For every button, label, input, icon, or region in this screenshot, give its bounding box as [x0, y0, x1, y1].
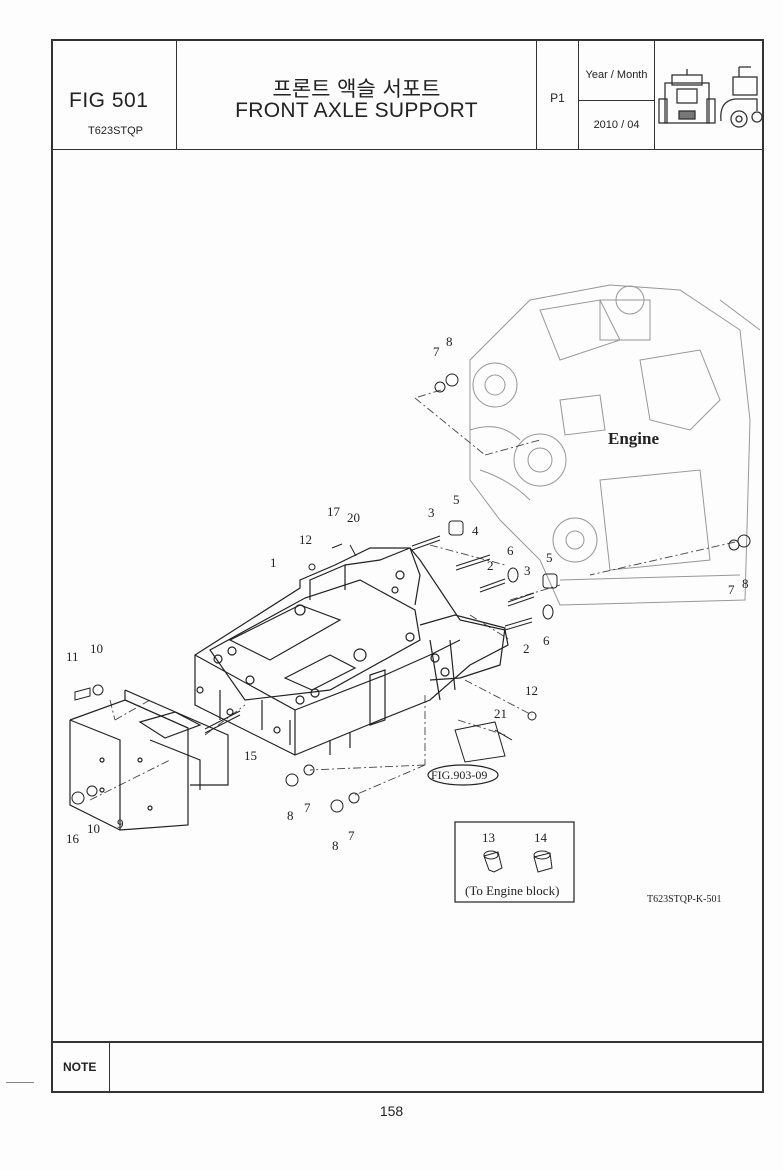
- inset-caption: (To Engine block): [465, 883, 559, 898]
- callout-8c: 8: [287, 808, 294, 823]
- callout-7d: 7: [348, 828, 355, 843]
- callout-3a: 3: [428, 505, 435, 520]
- callout-5a: 5: [453, 492, 460, 507]
- callout-16: 16: [66, 831, 80, 846]
- title-cell: 프론트 액슬 서포트 FRONT AXLE SUPPORT: [177, 41, 537, 149]
- callout-numbers: 1 2 2 3 3 5 5 4 6 6 7 8 7 8 7 8 7 8 9 10…: [66, 334, 749, 853]
- callout-7c: 7: [304, 800, 311, 815]
- callout-2a: 2: [487, 558, 494, 573]
- year-month-divider: [579, 100, 654, 101]
- year-month-label: Year / Month: [585, 69, 648, 81]
- page-tag: P1: [550, 91, 565, 105]
- callout-6b: 6: [543, 633, 550, 648]
- fig-cell: FIG 501 T623STQP: [53, 41, 177, 149]
- callout-15: 15: [244, 748, 257, 763]
- callout-6a: 6: [507, 543, 514, 558]
- callout-5b: 5: [546, 550, 553, 565]
- engine-label: Engine: [608, 429, 659, 448]
- tractor-icon: [658, 66, 763, 128]
- header-rule: [53, 149, 762, 150]
- fig-reference-oval: [427, 764, 499, 786]
- inset-box: [454, 821, 575, 903]
- page-frame: FIG 501 T623STQP 프론트 액슬 서포트 FRONT AXLE S…: [51, 39, 764, 1093]
- callout-2b: 2: [523, 641, 530, 656]
- title-korean: 프론트 액슬 서포트: [272, 77, 441, 101]
- model-code: T623STQP: [88, 125, 144, 137]
- callout-4: 4: [472, 523, 479, 538]
- callout-12b: 12: [525, 683, 538, 698]
- callout-17: 17: [327, 504, 341, 519]
- callout-13: 13: [482, 830, 495, 845]
- year-month-cell: Year / Month 2010 / 04: [579, 41, 655, 149]
- inset-bushings: [483, 850, 553, 873]
- callout-10b: 10: [87, 821, 100, 836]
- axle-support-frame: [194, 547, 509, 756]
- fig-number: FIG 501: [69, 89, 149, 112]
- callout-12a: 12: [299, 532, 312, 547]
- front-bracket: [69, 689, 229, 831]
- page-number: 158: [379, 1103, 404, 1119]
- note-divider: [109, 1041, 110, 1093]
- callout-7b: 7: [728, 582, 735, 597]
- callout-11: 11: [66, 649, 79, 664]
- callout-9: 9: [117, 816, 124, 831]
- note-rule: [53, 1041, 762, 1043]
- engine-drawing: [469, 284, 761, 606]
- page-tag-cell: P1: [537, 41, 579, 149]
- year-month-value: 2010 / 04: [593, 119, 640, 131]
- title-english: FRONT AXLE SUPPORT: [235, 99, 478, 122]
- tractor-logo-cell: [655, 41, 764, 149]
- leader-lines: [89, 389, 736, 801]
- hardware: [71, 373, 751, 813]
- callout-20: 20: [347, 510, 360, 525]
- scan-edge-mark: [6, 1082, 34, 1083]
- callout-21: 21: [494, 706, 507, 721]
- callout-10a: 10: [90, 641, 103, 656]
- drawing-code: T623STQP-K-501: [647, 894, 721, 905]
- note-label: NOTE: [63, 1060, 97, 1074]
- callout-8b: 8: [742, 576, 749, 591]
- callout-1: 1: [270, 555, 277, 570]
- callout-7a: 7: [433, 344, 440, 359]
- callout-8d: 8: [332, 838, 339, 853]
- fig-reference[interactable]: FIG.903-09: [431, 768, 487, 782]
- callout-3b: 3: [524, 563, 531, 578]
- callout-14: 14: [534, 830, 548, 845]
- callout-8a: 8: [446, 334, 453, 349]
